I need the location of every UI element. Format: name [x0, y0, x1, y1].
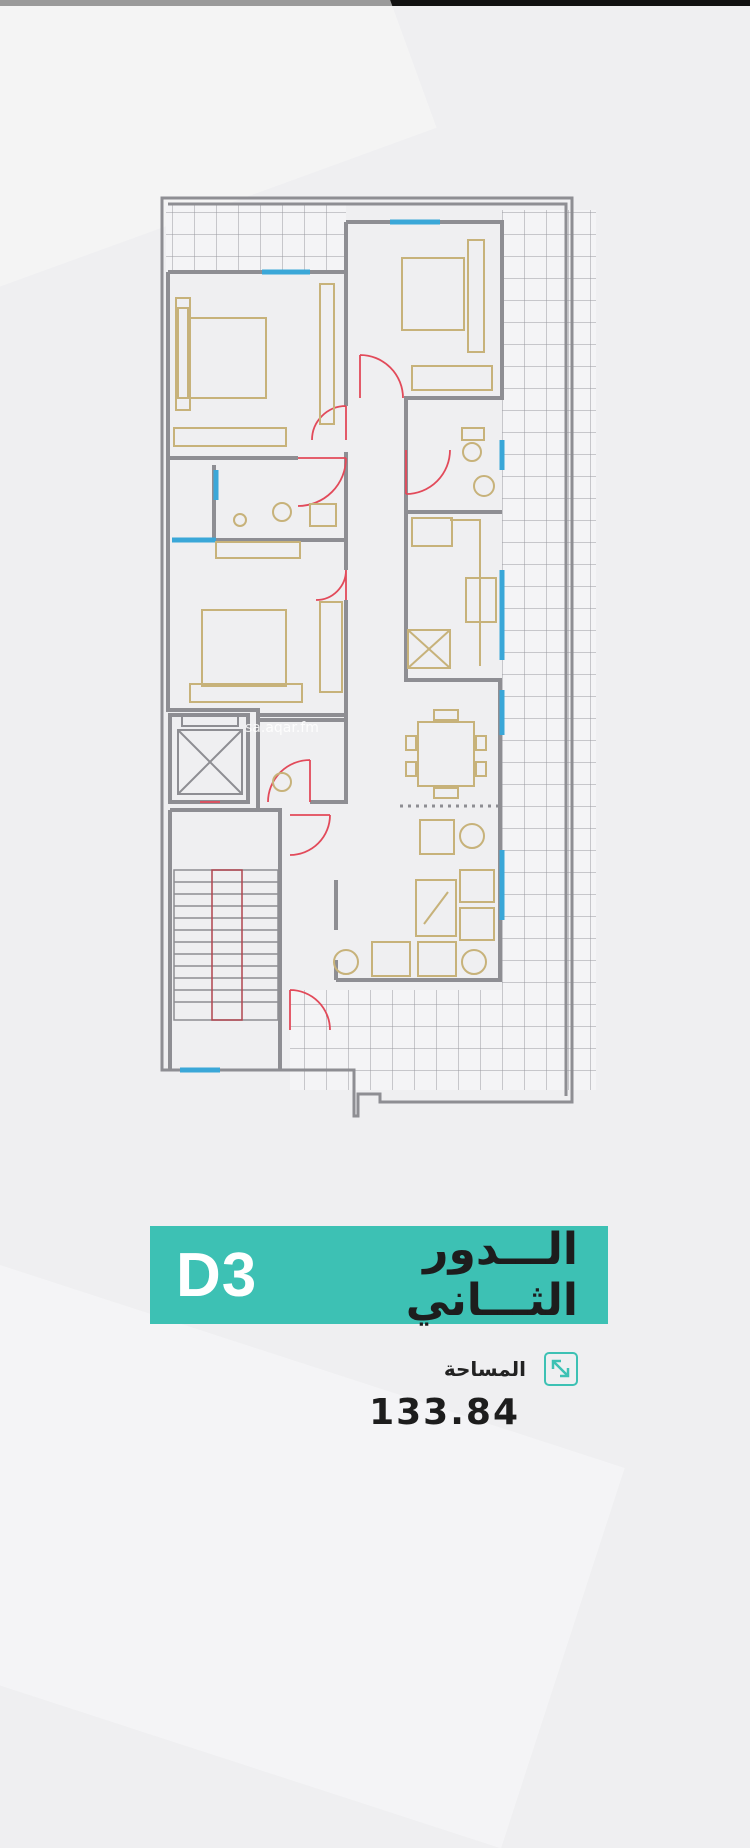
area-label-row: المساحة: [444, 1352, 578, 1386]
resize-diagonal-icon: [544, 1352, 578, 1386]
outer-walls: [160, 196, 574, 1118]
doors: [200, 354, 451, 1031]
background-shape: [0, 1251, 625, 1848]
floor-name: الـــدور الثـــاني: [405, 1224, 578, 1326]
floor-plan: [160, 196, 596, 1118]
area-label: المساحة: [443, 1357, 526, 1381]
staircase: [173, 869, 279, 1021]
watermark: sa.aqar.fm: [245, 720, 319, 736]
windows: [172, 219, 505, 1073]
floor-banner: D3 الـــدور الثـــاني: [150, 1224, 608, 1326]
unit-code: D3: [176, 1240, 258, 1310]
terrace-tiles: [166, 204, 596, 1090]
furniture: [173, 239, 497, 977]
area-value: 133.84: [369, 1392, 520, 1433]
